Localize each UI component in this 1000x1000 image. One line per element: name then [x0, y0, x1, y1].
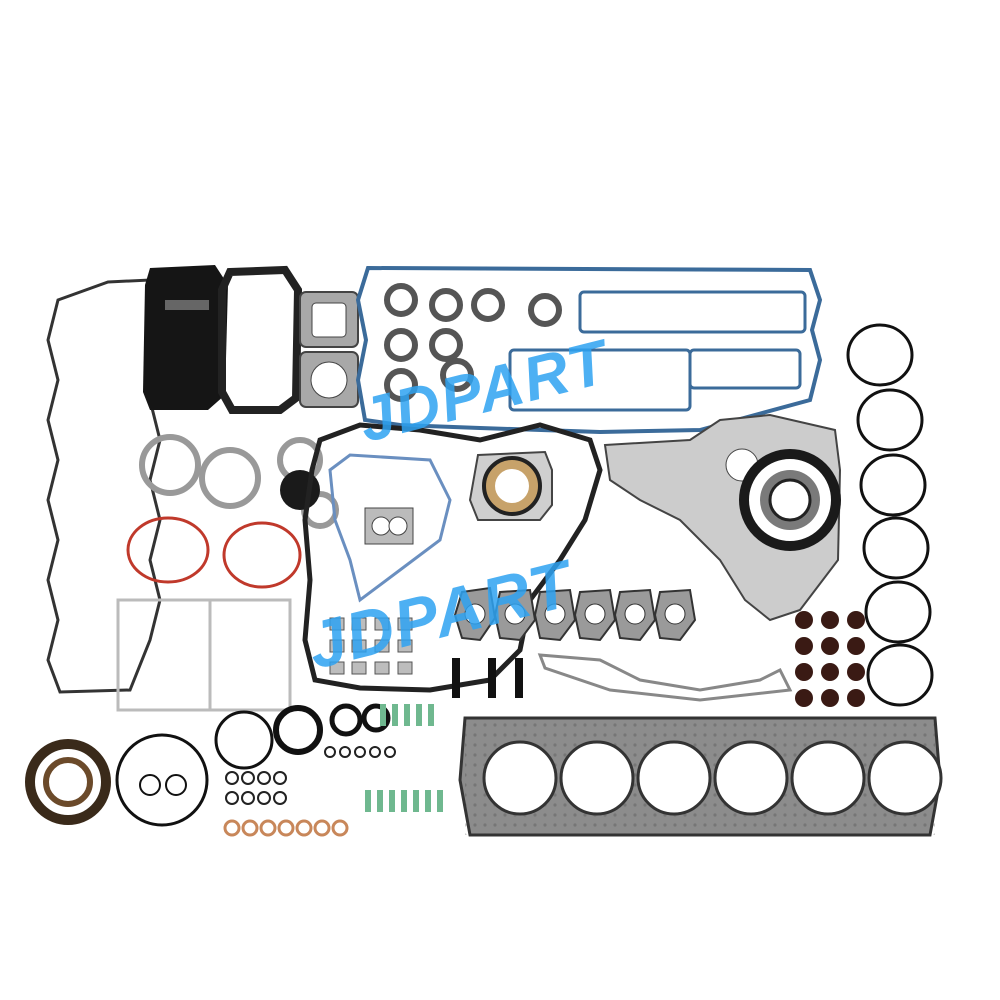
small-o-rings — [225, 746, 396, 805]
crankshaft-seal-kit — [25, 703, 391, 827]
valve-cover-gasket — [46, 278, 162, 694]
valve-stem-seals — [795, 611, 865, 707]
oil-cooler-gasket — [143, 265, 228, 410]
injector-seals — [452, 658, 523, 698]
cover-plate — [280, 470, 320, 510]
cylinder-head-gasket — [458, 716, 943, 837]
crankshaft-rear-seal — [739, 449, 841, 551]
timing-cover-gasket — [537, 653, 793, 702]
oil-cooler-outline-gasket — [218, 265, 303, 414]
oil-pan-gasket — [355, 265, 823, 435]
paper-gasket — [116, 598, 212, 712]
copper-washers — [223, 819, 349, 837]
clips — [329, 617, 413, 675]
green-sleeves — [365, 704, 443, 812]
cylinder-liner-o-rings — [846, 323, 934, 707]
